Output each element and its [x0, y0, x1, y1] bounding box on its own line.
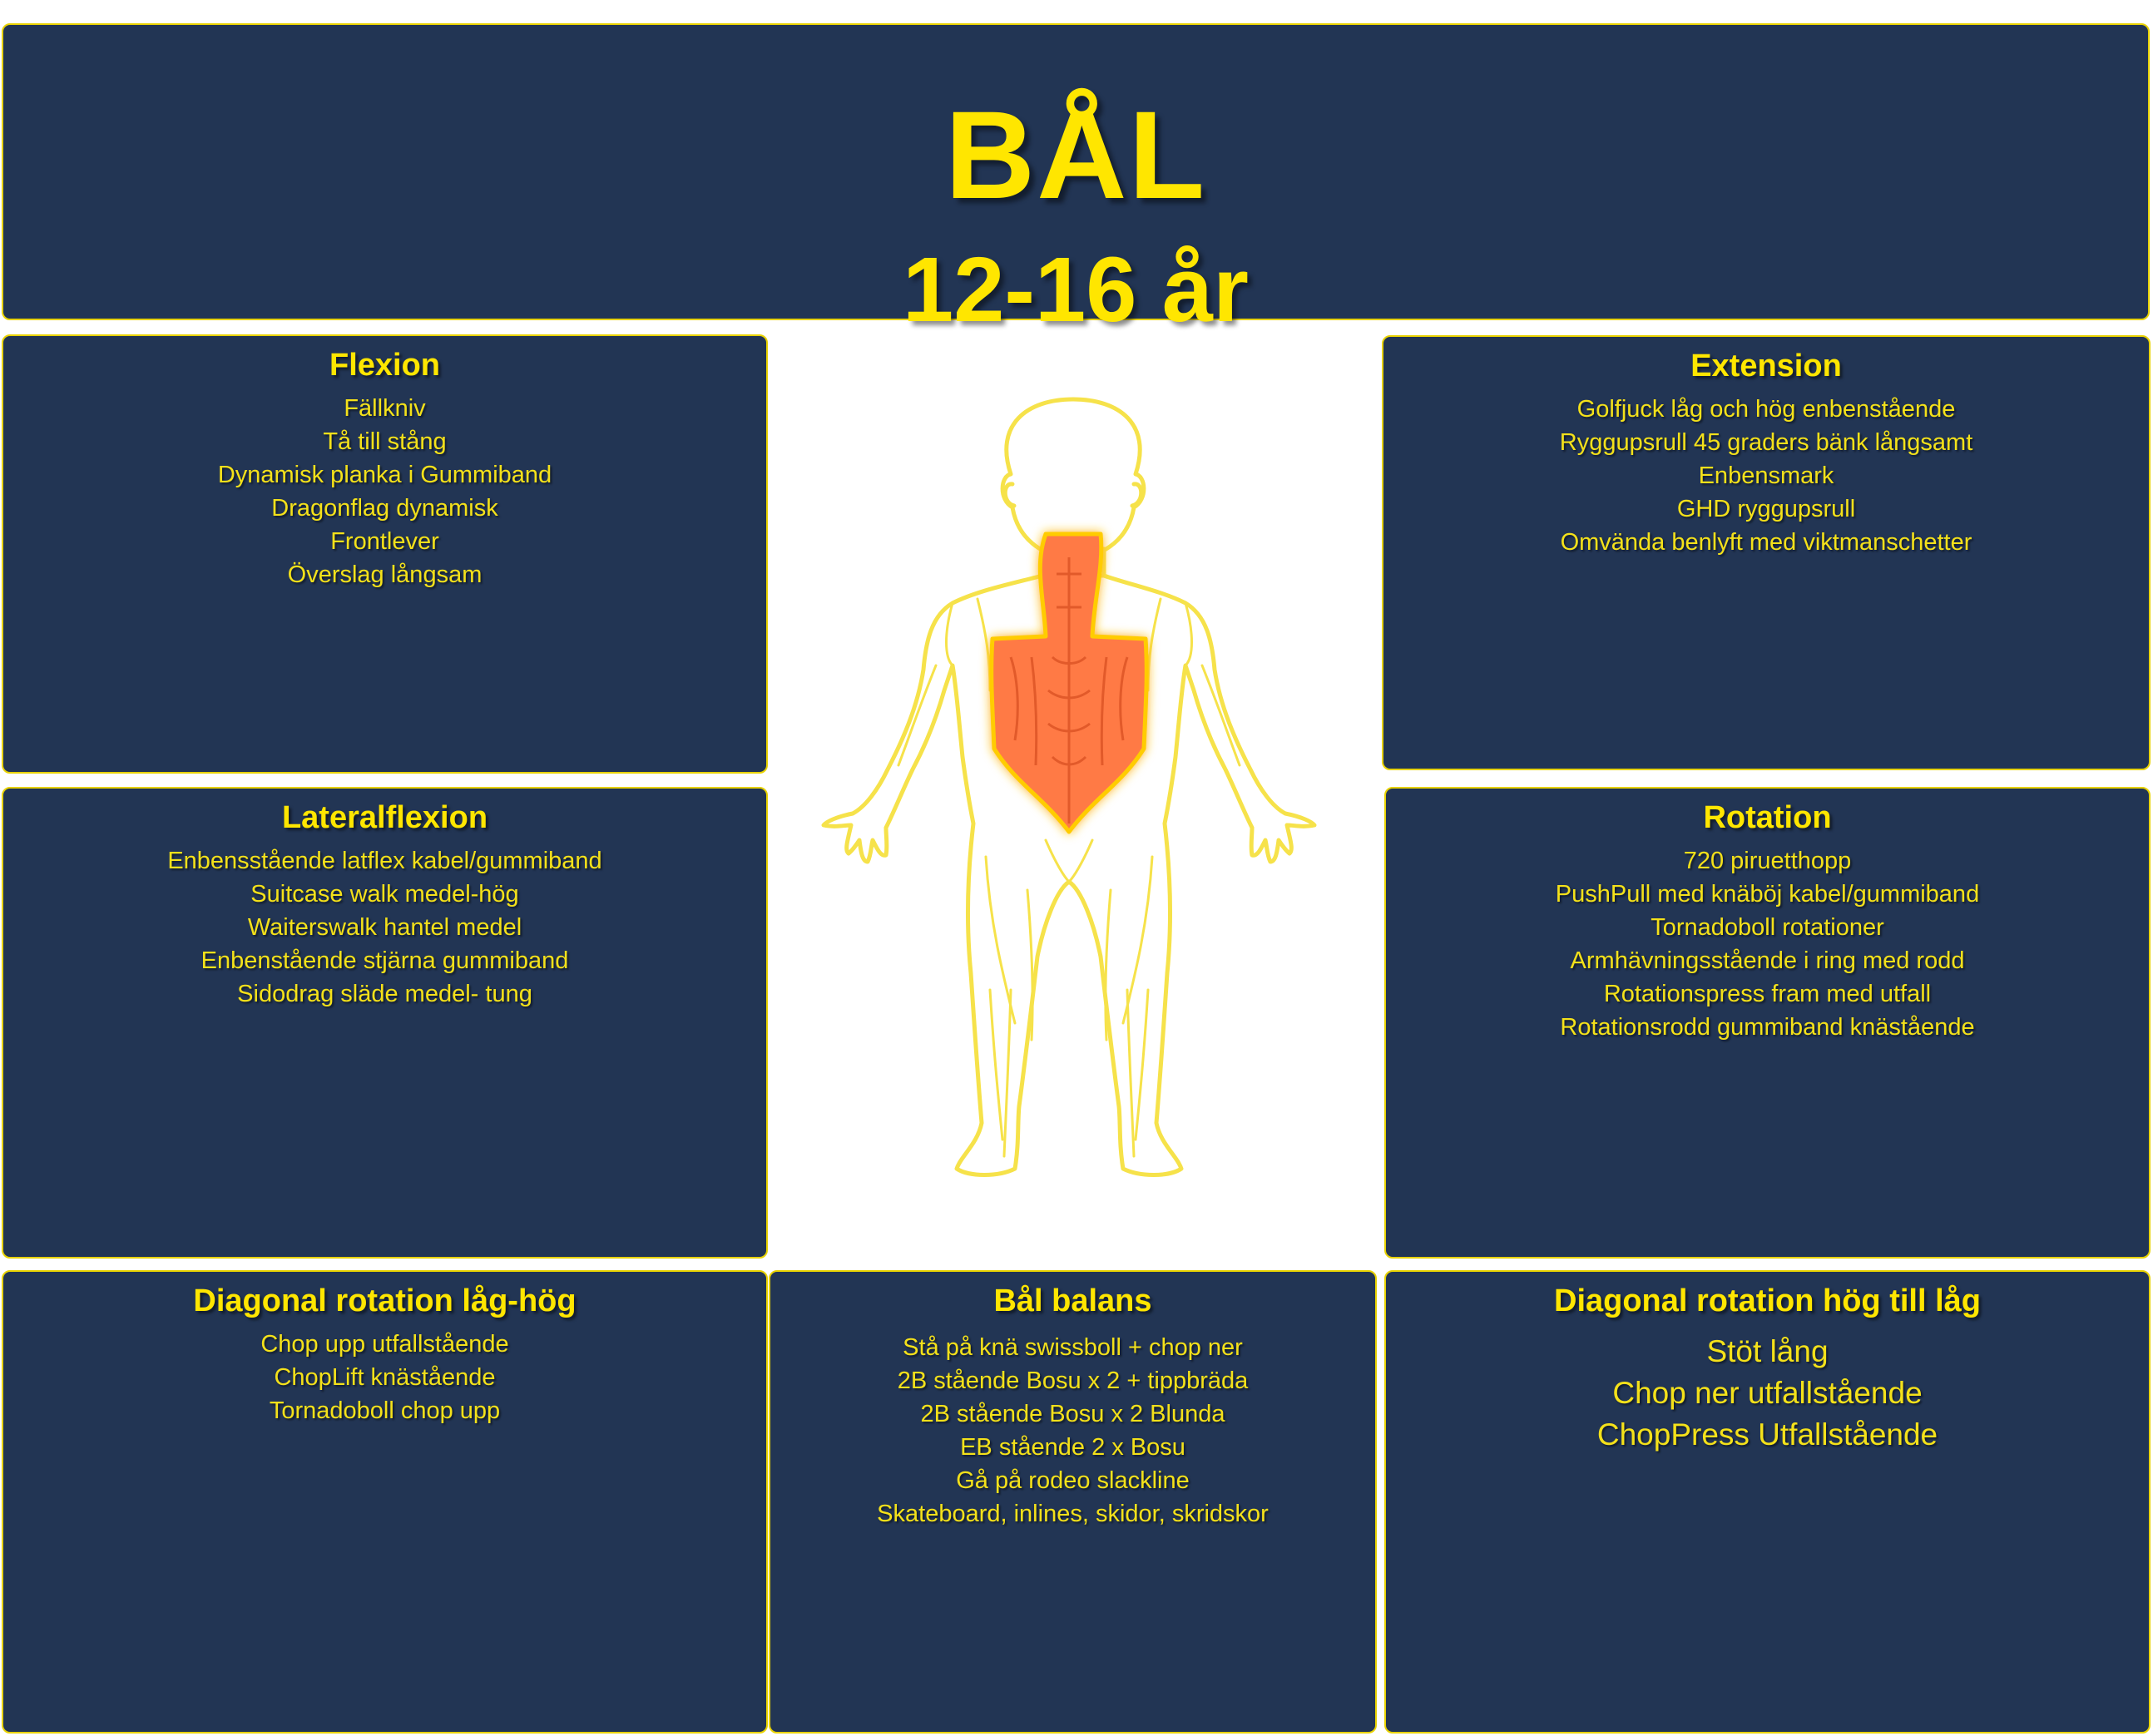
list-item: Frontlever [330, 528, 439, 555]
panel-title: Bål balans [993, 1283, 1152, 1318]
exercise-list: Stå på knä swissboll + chop ner 2B ståen… [770, 1331, 1375, 1531]
list-item: EB stående 2 x Bosu [960, 1434, 1185, 1461]
body-muscle-figure-icon [821, 397, 1317, 1177]
list-item: Rotationsrodd gummiband knästående [1560, 1014, 1975, 1041]
list-item: Gå på rodeo slackline [956, 1467, 1190, 1494]
panel-title: Diagonal rotation hög till låg [1554, 1283, 1981, 1318]
list-item: Stöt lång [1706, 1334, 1829, 1368]
exercise-list: Chop upp utfallstående ChopLift knäståen… [3, 1328, 766, 1427]
panel-flexion: Flexion Fällkniv Tå till stång Dynamisk … [2, 334, 768, 774]
list-item: Chop upp utfallstående [260, 1331, 509, 1358]
panel-lateralflexion: Lateralflexion Enbensstående latflex kab… [2, 787, 768, 1259]
list-item: 720 piruetthopp [1683, 848, 1852, 874]
exercise-list: Stöt lång Chop ner utfallstående ChopPre… [1386, 1331, 2149, 1456]
panel-title: Flexion [329, 348, 441, 383]
list-item: Dynamisk planka i Gummiband [217, 462, 552, 488]
list-item: Armhävningsstående i ring med rodd [1570, 947, 1965, 974]
list-item: Tornadoboll chop upp [269, 1397, 501, 1424]
header-banner: BÅL 12-16 år [2, 23, 2150, 341]
list-item: Golfjuck låg och hög enbenstående [1576, 396, 1956, 423]
panel-balance: Bål balans Stå på knä swissboll + chop n… [769, 1270, 1377, 1734]
list-item: PushPull med knäböj kabel/gummiband [1555, 881, 1980, 908]
list-item: Överslag långsam [287, 561, 483, 588]
list-item: Waiterswalk hantel medel [247, 914, 522, 941]
panel-rotation: Rotation 720 piruetthopp PushPull med kn… [1384, 787, 2151, 1259]
list-item: ChopPress Utfallstående [1596, 1417, 1938, 1452]
exercise-list: Fällkniv Tå till stång Dynamisk planka i… [3, 392, 766, 591]
list-item: Sidodrag släde medel- tung [237, 981, 532, 1007]
page-title: BÅL [944, 85, 1207, 225]
list-item: ChopLift knästående [274, 1364, 496, 1391]
list-item: Dragonflag dynamisk [271, 495, 498, 522]
list-item: Enbenstående stjärna gummiband [200, 947, 569, 974]
panel-diagonal-high-low: Diagonal rotation hög till låg Stöt lång… [1384, 1270, 2151, 1734]
list-item: Chop ner utfallstående [1612, 1376, 1923, 1410]
list-item: 2B stående Bosu x 2 Blunda [920, 1401, 1225, 1427]
list-item: Omvända benlyft med viktmanschetter [1560, 529, 1972, 556]
exercise-list: 720 piruetthopp PushPull med knäböj kabe… [1386, 844, 2149, 1044]
page-subtitle: 12-16 år [903, 239, 1249, 341]
list-item: Enbensstående latflex kabel/gummiband [167, 848, 602, 874]
panel-extension: Extension Golfjuck låg och hög enbenståe… [1382, 335, 2151, 770]
list-item: Suitcase walk medel-hög [250, 881, 519, 908]
list-item: 2B stående Bosu x 2 + tippbräda [897, 1368, 1249, 1394]
list-item: Stå på knä swissboll + chop ner [903, 1334, 1243, 1361]
list-item: GHD ryggupsrull [1676, 496, 1856, 522]
panel-title: Extension [1690, 349, 1842, 383]
list-item: Tornadoboll rotationer [1651, 914, 1884, 941]
exercise-list: Enbensstående latflex kabel/gummiband Su… [3, 844, 766, 1011]
panel-title: Rotation [1703, 800, 1832, 835]
panel-diagonal-low-high: Diagonal rotation låg-hög Chop upp utfal… [2, 1270, 768, 1734]
list-item: Skateboard, inlines, skidor, skridskor [877, 1501, 1269, 1527]
list-item: Ryggupsrull 45 graders bänk långsamt [1559, 429, 1973, 456]
list-item: Rotationspress fram med utfall [1603, 981, 1932, 1007]
exercise-list: Golfjuck låg och hög enbenstående Ryggup… [1383, 393, 2149, 559]
list-item: Enbensmark [1698, 462, 1834, 489]
panel-title: Diagonal rotation låg-hög [193, 1283, 577, 1318]
list-item: Tå till stång [323, 428, 447, 455]
panel-title: Lateralflexion [281, 800, 488, 835]
list-item: Fällkniv [344, 395, 426, 422]
